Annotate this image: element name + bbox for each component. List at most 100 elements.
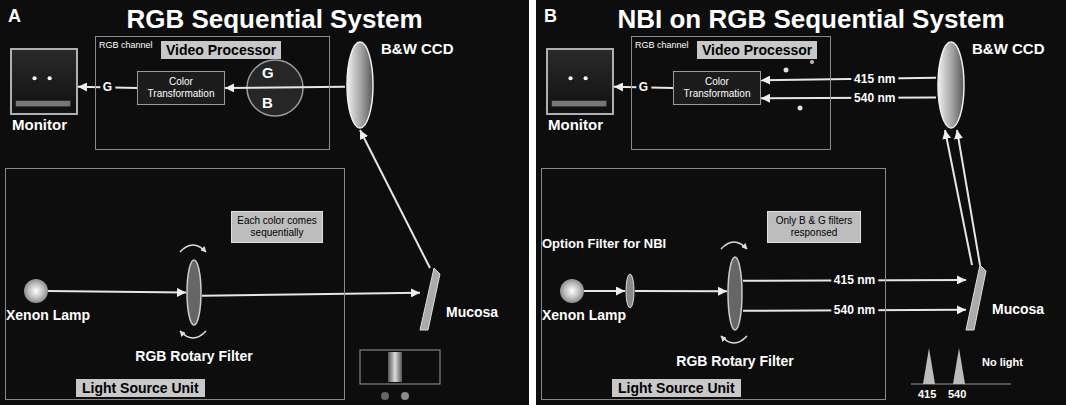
callout-box-label: Each color comes sequentially	[236, 215, 318, 239]
monitor-screen-label: Monitor	[12, 116, 67, 133]
rotary-filter-shape	[186, 259, 202, 326]
spectrum-frame	[360, 350, 440, 384]
xenon-lamp-label: Xenon Lamp	[6, 307, 90, 323]
xenon-lamp-label: Xenon Lamp	[542, 307, 626, 323]
light-path	[761, 97, 936, 100]
light-path	[761, 78, 936, 80]
video-processor-box-label: Video Processor	[697, 41, 817, 59]
option-filter-label: Option Filter for NBI	[542, 236, 666, 251]
color-dot	[381, 392, 389, 400]
video-processor-box: Video ProcessorColor Transformation	[631, 36, 831, 150]
option-filter: Option Filter for NBI	[625, 273, 635, 309]
figure-label: RGB channel	[635, 40, 689, 51]
figure-panel-label: NBI on RGB Sequential System	[566, 4, 1056, 35]
light-source-box: Light Source UnitXenon LampRGB Rotary Fi…	[5, 168, 345, 400]
image-dot	[569, 76, 573, 80]
ccd-sensor-shape	[345, 40, 375, 130]
spectrum-peak	[953, 348, 965, 384]
process-box-label: Color Transformation	[677, 76, 757, 100]
callout-box-label: Only B & G filters responsed	[772, 215, 856, 239]
filter-disk	[728, 257, 742, 330]
rotary-filter: RGB Rotary Filter	[727, 256, 743, 331]
rotary-filter: RGB Rotary Filter	[186, 259, 202, 326]
filter-disk	[187, 260, 201, 325]
option-filter-shape	[625, 273, 635, 309]
monitor-screen-shape	[12, 50, 76, 113]
image-dot	[33, 76, 37, 80]
monitor-screen-label: Monitor	[548, 116, 603, 133]
light-path	[360, 130, 430, 268]
xenon-lamp: Xenon Lamp	[24, 279, 48, 303]
color-dot	[401, 392, 409, 400]
monitor-screen-shape	[548, 50, 612, 113]
monitor-screen: Monitor	[546, 48, 614, 115]
figure-label: 540	[948, 388, 966, 401]
image-dot	[584, 76, 588, 80]
figure-label: B	[262, 95, 273, 110]
mucosa-surface-shape	[966, 265, 986, 330]
mucosa-surface-label: Mucosa	[992, 301, 1044, 317]
ccd-sensor: B&W CCD	[936, 40, 966, 130]
light-path	[48, 291, 186, 293]
callout-box: Only B & G filters responsed	[767, 211, 861, 243]
rotation-arrow	[721, 336, 747, 343]
ccd-sensor: B&W CCD	[345, 40, 375, 130]
image-dot	[48, 76, 52, 80]
edge-label: G	[100, 80, 115, 94]
edge-label: G	[636, 80, 651, 94]
light-path	[957, 130, 980, 265]
image-dot	[784, 68, 789, 73]
rotation-arrow	[180, 245, 206, 252]
light-source-box-label: Light Source Unit	[76, 379, 205, 397]
ccd-sensor-shape	[936, 40, 966, 130]
mucosa-surface-label: Mucosa	[446, 304, 498, 320]
image-dot	[810, 60, 814, 64]
figure-panel: BNBI on RGB Sequential SystemVideo Proce…	[536, 0, 1066, 405]
rotation-arrow	[721, 242, 747, 249]
mucosa-surface-shape	[420, 268, 440, 330]
light-path	[635, 290, 727, 292]
callout-box: Each color comes sequentially	[231, 211, 323, 243]
mucosa-surface: Mucosa	[420, 268, 440, 330]
figure-label: G	[262, 65, 274, 80]
video-processor-box-label: Video Processor	[161, 41, 281, 59]
figure-label: RGB channel	[99, 40, 153, 51]
figure-panel-label: B	[544, 6, 557, 27]
rotation-arrow	[180, 331, 206, 338]
panel-ground	[0, 0, 529, 405]
mucosa-sheet	[420, 268, 440, 330]
video-processor-box: Video ProcessorColor Transformation	[95, 36, 330, 150]
edge-label: 540 nm	[831, 303, 878, 317]
mucosa-surface: Mucosa	[966, 265, 986, 330]
status-bar	[16, 101, 71, 107]
image-dot	[798, 106, 803, 111]
filter-lens	[626, 274, 634, 308]
rotary-filter-label: RGB Rotary Filter	[135, 348, 252, 364]
light-path	[225, 87, 345, 88]
monitor-screen: Monitor	[10, 48, 78, 115]
rotary-filter-shape	[727, 256, 743, 331]
ccd-sensor-label: B&W CCD	[381, 40, 454, 57]
figure-panel-label: RGB Sequential System	[30, 4, 519, 35]
edge-label: 415 nm	[831, 273, 878, 287]
edge-label: 540 nm	[851, 91, 898, 105]
ccd-sensor-label: B&W CCD	[972, 40, 1045, 57]
figure-panel-label: A	[8, 6, 21, 27]
status-bar	[552, 101, 607, 107]
mucosa-sheet	[966, 265, 986, 330]
figure-label: 415	[918, 388, 936, 401]
light-source-box-label: Light Source Unit	[612, 379, 741, 397]
process-box: Color Transformation	[137, 71, 225, 105]
figure-label: No light	[982, 356, 1023, 369]
light-path	[584, 290, 625, 292]
process-box: Color Transformation	[673, 71, 761, 105]
rotary-filter-label: RGB Rotary Filter	[676, 353, 793, 369]
edge-label: 415 nm	[851, 72, 898, 86]
figure-panel: A RGB Sequential SystemVideo ProcessorCol…	[0, 0, 529, 405]
light-path	[202, 293, 420, 296]
process-box-label: Color Transformation	[141, 76, 221, 100]
ccd-disk	[347, 42, 373, 128]
